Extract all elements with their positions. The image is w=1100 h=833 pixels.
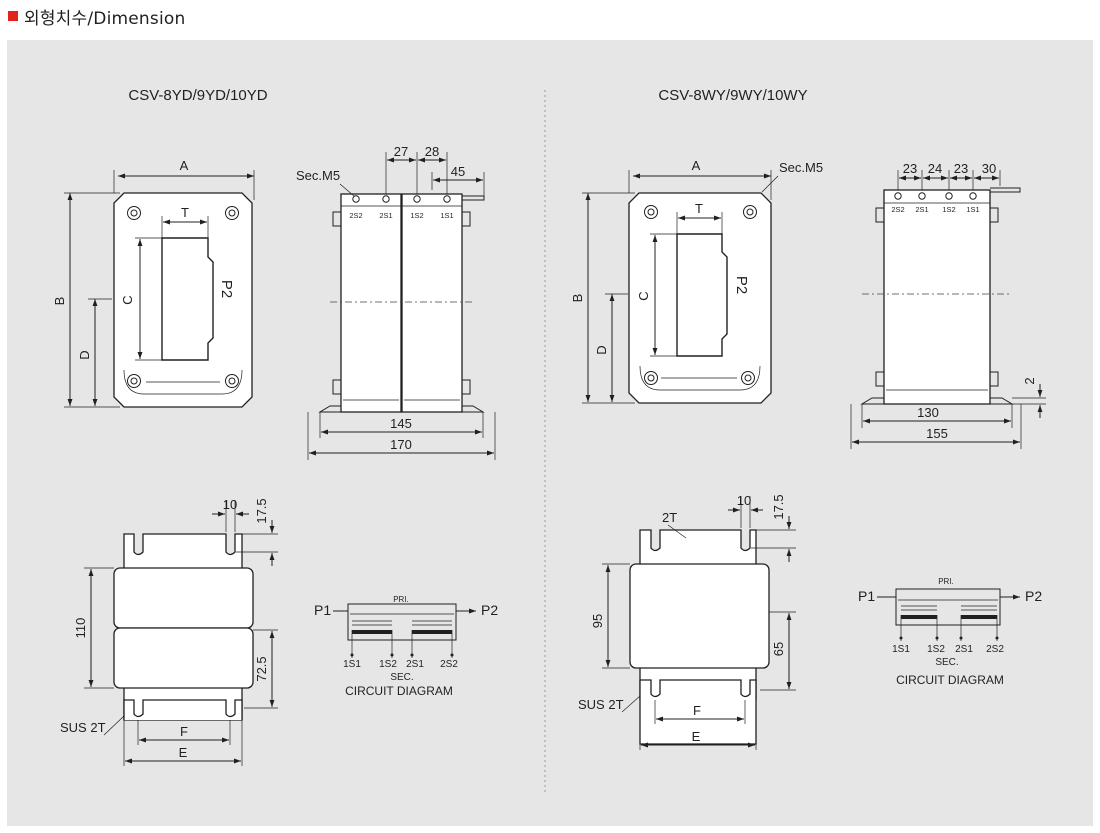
right-front-dim-t: T xyxy=(695,201,703,216)
right-side-terminal: 1S1 xyxy=(966,205,979,214)
right-front-sec-label: Sec.M5 xyxy=(779,160,823,175)
section-title: 외형치수/Dimension xyxy=(24,8,186,29)
right-circuit-p1: P1 xyxy=(858,588,875,604)
left-bottom-sus-label: SUS 2T xyxy=(60,720,106,735)
right-circuit-p2: P2 xyxy=(1025,588,1042,604)
left-model-title: CSV-8YD/9YD/10YD xyxy=(128,87,267,104)
right-bottom-dim-10: 10 xyxy=(737,493,751,508)
right-bottom-dim-f: F xyxy=(693,703,701,718)
left-circuit-p2: P2 xyxy=(481,602,498,618)
left-side-terminal: 2S1 xyxy=(379,211,392,220)
left-front-view: P2 A T B D C xyxy=(52,158,255,408)
right-front-p2: P2 xyxy=(733,276,750,294)
left-circuit-p1: P1 xyxy=(314,602,331,618)
left-front-dim-b: B xyxy=(52,297,67,306)
right-side-dim-130: 130 xyxy=(917,405,939,420)
right-bottom-dim-95: 95 xyxy=(590,614,605,628)
left-front-dim-c: C xyxy=(120,295,135,304)
right-side-view: 2S2 2S1 1S2 1S1 23 24 23 30 2 130 155 xyxy=(850,161,1046,449)
right-side-dim-2: 2 xyxy=(1022,377,1037,384)
right-bottom-view: 2T 10 17.5 95 65 F E SUS 2T xyxy=(578,493,796,750)
left-bottom-dim-f: F xyxy=(180,724,188,739)
right-bottom-sus-label: SUS 2T xyxy=(578,697,624,712)
left-bottom-dim-110: 110 xyxy=(73,618,88,639)
right-circuit-diagram: P1 P2 PRI. 1S1 1S2 2S1 2S2 SEC. CIRCUIT … xyxy=(858,577,1042,687)
right-bottom-dim-e: E xyxy=(692,729,701,744)
right-side-terminal: 2S1 xyxy=(915,205,928,214)
left-bottom-dim-e: E xyxy=(179,745,188,760)
left-front-dim-d: D xyxy=(77,350,92,359)
right-circuit-terminal: 1S2 xyxy=(927,644,945,655)
right-front-dim-c: C xyxy=(636,291,651,300)
right-bottom-dim-17-5: 17.5 xyxy=(771,494,786,519)
right-front-dim-a: A xyxy=(692,158,701,173)
right-bottom-dim-65: 65 xyxy=(771,642,786,656)
left-front-dim-t: T xyxy=(181,205,189,220)
left-side-view: 2S2 2S1 1S2 1S1 Sec.M5 27 28 45 145 170 xyxy=(296,144,496,460)
right-circuit-sec: SEC. xyxy=(935,657,958,668)
right-circuit-caption: CIRCUIT DIAGRAM xyxy=(896,673,1004,687)
right-bottom-2t-label: 2T xyxy=(662,510,677,525)
right-side-terminal: 1S2 xyxy=(942,205,955,214)
left-side-dim-170: 170 xyxy=(390,437,412,452)
left-front-dim-a: A xyxy=(180,158,189,173)
left-side-sec-label: Sec.M5 xyxy=(296,168,340,183)
left-side-dim-45: 45 xyxy=(451,164,465,179)
left-side-terminal: 1S1 xyxy=(440,211,453,220)
left-side-dim-28: 28 xyxy=(425,144,439,159)
left-side-terminal: 1S2 xyxy=(410,211,423,220)
right-circuit-pri: PRI. xyxy=(938,577,954,586)
right-circuit-terminal: 2S1 xyxy=(955,644,973,655)
left-side-dim-145: 145 xyxy=(390,416,412,431)
right-side-dim-30: 30 xyxy=(982,161,996,176)
right-side-dim-24: 24 xyxy=(928,161,942,176)
left-circuit-terminal: 1S2 xyxy=(379,659,397,670)
left-circuit-terminal: 2S2 xyxy=(440,659,458,670)
section-header: 외형치수/Dimension xyxy=(8,3,185,29)
right-side-dim-23b: 23 xyxy=(954,161,968,176)
left-bottom-dim-10: 10 xyxy=(223,497,237,512)
right-front-view: P2 A Sec.M5 T B D C xyxy=(570,158,823,404)
left-front-p2: P2 xyxy=(218,280,235,298)
left-bottom-dim-17-5: 17.5 xyxy=(254,498,269,523)
right-side-terminal: 2S2 xyxy=(891,205,904,214)
left-side-terminal: 2S2 xyxy=(349,211,362,220)
right-side-dim-23a: 23 xyxy=(903,161,917,176)
right-front-dim-d: D xyxy=(594,345,609,354)
left-circuit-pri: PRI. xyxy=(393,595,409,604)
left-bottom-view: 10 17.5 110 72.5 F E SUS 2T xyxy=(60,497,278,766)
red-square-icon xyxy=(8,11,18,21)
left-circuit-terminal: 2S1 xyxy=(406,659,424,670)
left-circuit-caption: CIRCUIT DIAGRAM xyxy=(345,684,453,698)
left-circuit-sec: SEC. xyxy=(390,672,413,683)
left-bottom-dim-72-5: 72.5 xyxy=(254,656,269,681)
right-model-title: CSV-8WY/9WY/10WY xyxy=(658,87,807,104)
right-circuit-terminal: 1S1 xyxy=(892,644,910,655)
right-circuit-terminal: 2S2 xyxy=(986,644,1004,655)
left-circuit-terminal: 1S1 xyxy=(343,659,361,670)
right-side-dim-155: 155 xyxy=(926,426,948,441)
right-front-dim-b: B xyxy=(570,294,585,303)
left-side-dim-27: 27 xyxy=(394,144,408,159)
left-circuit-diagram: P1 P2 PRI. 1S1 1S2 2S1 2S2 SEC. CIRCUIT … xyxy=(314,595,498,698)
